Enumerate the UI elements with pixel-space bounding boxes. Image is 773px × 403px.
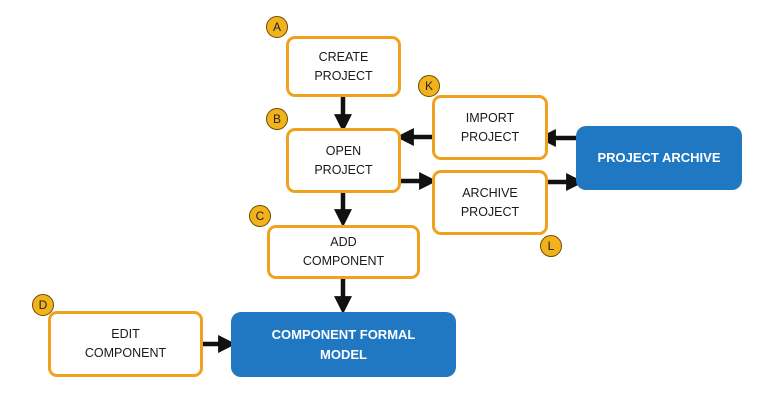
open-project-node: OPEN PROJECT [286,128,401,193]
component-formal-model-label: COMPONENT FORMAL MODEL [271,326,416,362]
archive-project-node: ARCHIVE PROJECT [432,170,548,235]
project-archive-label: PROJECT ARCHIVE [597,150,721,165]
project-archive-store: PROJECT ARCHIVE [576,126,742,190]
add-component-label: ADD COMPONENT [302,235,385,268]
badge-l: L [540,235,562,257]
import-project-node: IMPORT PROJECT [432,95,548,160]
create-project-label: CREATE PROJECT [314,49,373,83]
import-project-label: IMPORT PROJECT [460,110,520,144]
component-formal-model-store: COMPONENT FORMAL MODEL [231,312,456,377]
badge-c: C [249,205,271,227]
archive-project-label: ARCHIVE PROJECT [460,185,520,219]
edit-component-node: EDIT COMPONENT [48,311,203,377]
add-component-node: ADD COMPONENT [267,225,420,279]
badge-b: B [266,108,288,130]
create-project-node: CREATE PROJECT [286,36,401,97]
badge-d: D [32,294,54,316]
edit-component-label: EDIT COMPONENT [84,327,167,360]
open-project-label: OPEN PROJECT [314,143,373,177]
badge-a: A [266,16,288,38]
badge-k: K [418,75,440,97]
